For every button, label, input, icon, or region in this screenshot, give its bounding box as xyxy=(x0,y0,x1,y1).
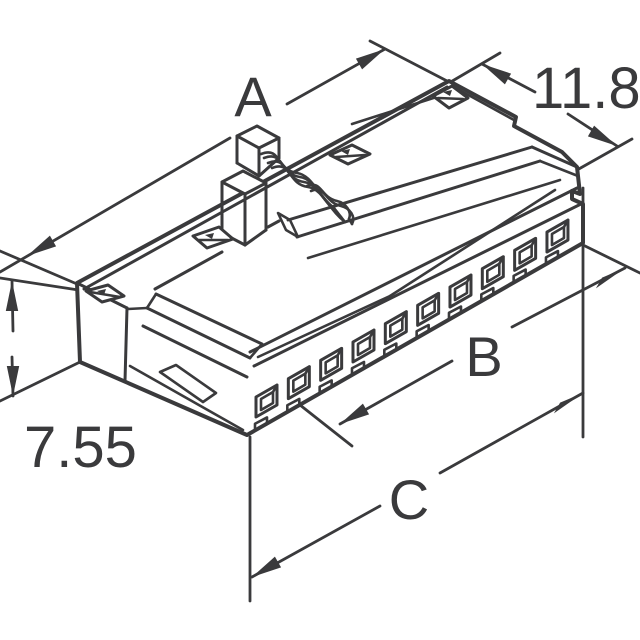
left-step-rail xyxy=(141,292,264,379)
dimension-b: B xyxy=(338,266,627,426)
extension-line-b-right xyxy=(581,243,640,275)
arrowhead xyxy=(252,556,282,577)
extension-line-b-left xyxy=(298,403,354,448)
cavity-edge xyxy=(350,360,366,377)
spring-fingers xyxy=(259,151,355,226)
dimension-width: 11.8 xyxy=(480,56,640,148)
arrowhead xyxy=(587,125,617,146)
arrowhead xyxy=(5,281,19,311)
arrowhead xyxy=(6,366,20,396)
extension-line-a-left xyxy=(0,249,79,286)
arrowhead xyxy=(340,403,370,424)
back-edge-inner-right xyxy=(350,92,448,126)
cavity-edge xyxy=(415,323,430,340)
corner-wing-mid-right xyxy=(328,143,372,166)
wire-slot xyxy=(158,363,218,404)
dimension-label-width: 11.8 xyxy=(532,56,640,121)
recess-back-edge-left xyxy=(153,250,224,291)
arrowhead xyxy=(355,49,385,70)
cavity xyxy=(544,218,570,266)
arrowhead xyxy=(595,268,625,289)
corner-wing-right xyxy=(431,84,470,110)
dimension-label-b: B xyxy=(465,325,502,388)
cavity xyxy=(286,365,311,414)
latch-top-box xyxy=(235,124,281,178)
extension-line-a-right xyxy=(368,39,451,84)
polarization-rib xyxy=(276,145,580,260)
corner-wing-left xyxy=(84,283,126,304)
cavity xyxy=(350,328,376,377)
ledge-edge-upper xyxy=(248,186,579,354)
cavity xyxy=(480,255,505,303)
dimension-a: A xyxy=(0,47,387,274)
cavity-edge xyxy=(318,379,333,395)
dimension-label-height: 7.55 xyxy=(24,415,137,480)
cavity xyxy=(447,273,473,321)
extension-line-height-top xyxy=(0,276,87,293)
arrowhead xyxy=(553,393,583,414)
cavity xyxy=(318,346,344,395)
cavity xyxy=(415,291,441,340)
cavity xyxy=(512,236,538,284)
cavity xyxy=(383,310,408,358)
cavity-edge xyxy=(253,416,269,432)
arrowhead xyxy=(482,64,512,85)
cavity-edge xyxy=(544,249,560,266)
dimension-label-c: C xyxy=(389,468,429,531)
latch-block xyxy=(220,169,268,247)
recess-back-edge-right xyxy=(266,219,281,229)
cavity-edge xyxy=(447,305,463,321)
connector-body xyxy=(75,79,585,437)
cavity-edge xyxy=(286,397,301,414)
corner-wing-mid-left xyxy=(191,225,235,250)
cavity xyxy=(253,383,279,432)
cavity-edge xyxy=(480,286,495,303)
foot-step-line xyxy=(128,364,245,432)
recess-front-step xyxy=(256,294,392,359)
extension-line-width-front xyxy=(575,137,634,172)
dimension-label-a: A xyxy=(234,65,272,128)
arrowhead xyxy=(27,235,57,256)
cavity-edge xyxy=(383,342,398,358)
recess-front-step-right xyxy=(388,188,557,298)
right-end-step xyxy=(450,84,516,122)
dimension-c: C xyxy=(250,391,585,579)
ledge-edge-lower xyxy=(252,201,585,368)
cavity-edge xyxy=(512,268,527,284)
cavity-row xyxy=(253,218,570,432)
dimension-height: 7.55 xyxy=(5,279,137,480)
